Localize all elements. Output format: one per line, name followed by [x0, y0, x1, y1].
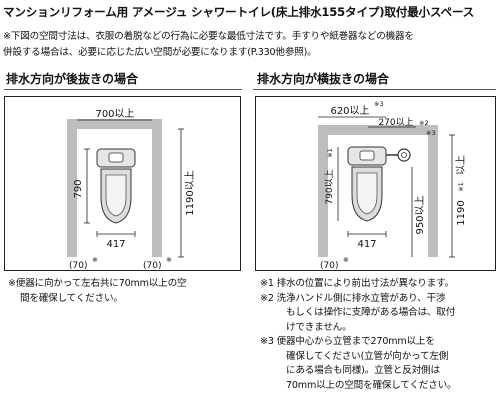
side-clearance-left-mark: ※	[343, 256, 349, 264]
right-wall-hatch	[428, 125, 438, 257]
offset-dimension-label: 270以上	[378, 117, 413, 128]
toilet-width-dimension-label: 417	[357, 239, 376, 250]
right-footnote-2-line-2: もしくは操作に支障がある場合は、取付	[286, 307, 456, 318]
right-diagram: 620以上 ※3 270以上 ※2 ※3 790以上 ※1 950以上 1190…	[318, 100, 467, 269]
right-wall-hatch	[152, 119, 162, 257]
toilet-top-view	[96, 148, 136, 224]
side-clearance-left-mark: ※	[92, 256, 98, 264]
width-dimension-mark: ※3	[374, 100, 384, 108]
depth-dimension-mark: ※1	[326, 148, 334, 158]
right-footnote-3-line-4: 70mm以上の空間を確保してください。	[286, 379, 457, 391]
right-footnote-3-line-3: にある場合も同様)。立管と反対側は	[286, 365, 440, 376]
note-line-2: 併設する場合は、必要に応じた広い空間が必要になります(P.330他参照)。	[3, 47, 317, 58]
total-height-dimension-suffix: 以上	[455, 155, 467, 175]
width-dimension-label: 700以上	[95, 108, 134, 120]
depth-dimension-label: 790	[73, 179, 84, 198]
left-footnote-line-1: ※便器に向かって左右共に70mm以上の空	[8, 278, 187, 289]
left-wall-hatch	[67, 119, 77, 257]
wall-dimension-label: 950以上	[414, 195, 426, 234]
back-wall-hatch	[318, 125, 438, 135]
right-section-heading: 排水方向が横抜きの場合	[257, 72, 390, 86]
left-section-heading: 排水方向が後抜きの場合	[6, 72, 139, 86]
right-footnote-3-line-2: 確保してください(立管が向かって左側	[286, 350, 449, 362]
total-height-dimension-label: 1190	[456, 200, 467, 225]
left-footnote-line-2: 間を確保してください。	[20, 292, 123, 304]
left-diagram-panel: 700以上 790 417 1190以上 (70) ※ (70) ※	[4, 96, 241, 271]
back-wall-hatch	[67, 119, 162, 129]
side-clearance-right-mark: ※	[166, 256, 172, 264]
width-dimension-label: 620以上	[330, 105, 369, 117]
depth-dimension-label: 790以上	[324, 169, 335, 204]
total-height-dimension-label: 1190以上	[184, 170, 196, 215]
side-clearance-left-label: (70)	[69, 261, 87, 269]
offset-dimension-mark: ※2	[419, 119, 429, 127]
right-footnote-3-line-1: ※3 便器中心から立管まで270mm以上を	[260, 336, 435, 347]
right-footnotes: ※1 排水の位置により前出寸法が異なります。 ※2 洗浄ハンドル側に排水立管があ…	[260, 277, 457, 393]
side-clearance-left-label: (70)	[320, 261, 338, 269]
note-line-1: ※下図の空間寸法は、衣服の着脱などの行為に必要な最低寸法です。手すりや紙巻器など…	[3, 31, 414, 42]
left-wall-hatch	[318, 125, 328, 257]
offset-dimension-mark-2: ※3	[426, 129, 436, 137]
page-title: マンションリフォーム用 アメージュ シャワートイレ(床上排水155タイプ)取付最…	[3, 5, 475, 19]
left-footnote: ※便器に向かって左右共に70mm以上の空 間を確保してください。	[8, 277, 187, 306]
total-height-dimension-mark: ※1	[457, 182, 465, 192]
right-heading-rule	[253, 89, 496, 90]
right-footnote-2-line-3: けできません。	[286, 321, 352, 333]
left-diagram: 700以上 790 417 1190以上 (70) ※ (70) ※	[67, 108, 196, 269]
right-diagram-panel: 620以上 ※3 270以上 ※2 ※3 790以上 ※1 950以上 1190…	[255, 96, 496, 271]
left-heading-rule	[4, 89, 242, 90]
right-footnote-1: ※1 排水の位置により前出寸法が異なります。	[260, 278, 454, 289]
toilet-width-dimension-label: 417	[106, 239, 125, 250]
toilet-top-view	[347, 146, 398, 222]
right-footnote-2-line-1: ※2 洗浄ハンドル側に排水立管があり、干渉	[260, 292, 446, 304]
side-clearance-right-label: (70)	[143, 261, 161, 269]
